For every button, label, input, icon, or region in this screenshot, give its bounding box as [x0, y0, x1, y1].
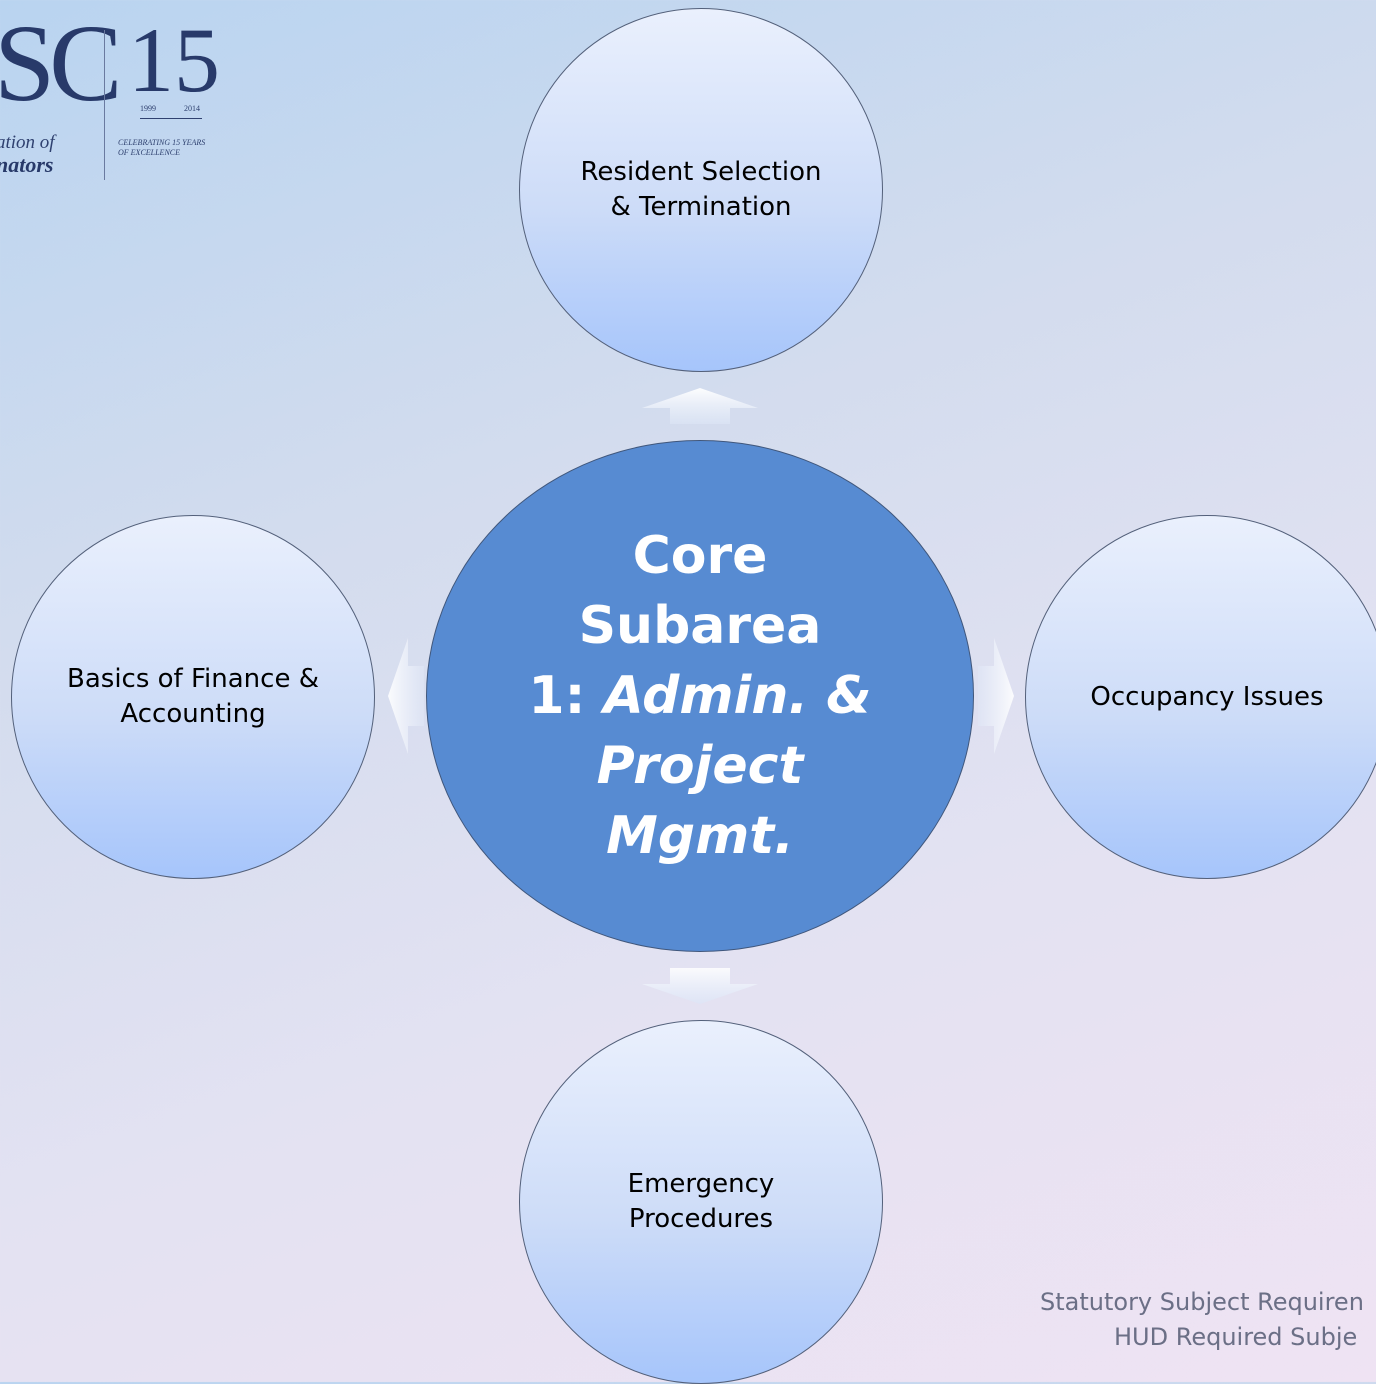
node-bottom-label: Emergency Procedures [627, 1169, 775, 1234]
logo-anniversary-number: 15 [128, 9, 220, 111]
logo-tagline-2: nators [0, 152, 54, 177]
node-right-label: Occupancy Issues [1090, 681, 1324, 712]
center-label-line-4: Mgmt. [510, 801, 890, 871]
center-label-italic: Admin. & [603, 666, 872, 726]
arrow-left-icon [388, 638, 424, 754]
center-label-project: Project [596, 736, 804, 796]
center-node: Core Subarea 1: Admin. & Project Mgmt. [426, 440, 974, 952]
node-left-label: Basics of Finance & Accounting [67, 664, 319, 729]
logo-year-end: 2014 [184, 104, 200, 113]
logo-initials: SC [0, 2, 123, 124]
center-label-line-2: 1: Admin. & [510, 661, 890, 731]
center-label-line-1: Core Subarea [578, 526, 822, 656]
center-label-prefix: 1: [528, 666, 604, 726]
logo-celebrating: CELEBRATING 15 YEARS OF EXCELLENCE [118, 138, 206, 157]
arrow-up-icon [642, 388, 758, 424]
logo: SC 15 1999 2014 ation of nators CELEBRAT… [0, 0, 230, 190]
logo-year-line [140, 118, 202, 119]
node-left: Basics of Finance & Accounting [11, 515, 375, 879]
node-bottom: Emergency Procedures [519, 1020, 883, 1384]
center-label: Core Subarea 1: Admin. & Project Mgmt. [510, 521, 890, 871]
node-right: Occupancy Issues [1025, 515, 1376, 879]
logo-years: 1999 2014 [140, 104, 200, 113]
logo-tagline-1: ation of [0, 132, 55, 153]
node-top-label: Resident Selection & Termination [580, 157, 822, 222]
node-top: Resident Selection & Termination [519, 8, 883, 372]
logo-year-start: 1999 [140, 104, 156, 113]
footer-line-1: Statutory Subject Requiren [1040, 1288, 1364, 1316]
center-label-mgmt: Mgmt. [606, 806, 794, 866]
arrow-right-icon [978, 638, 1014, 754]
footer-line-2: HUD Required Subje [1114, 1323, 1358, 1351]
logo-divider [104, 30, 105, 180]
center-label-line-3: Project [510, 731, 890, 801]
arrow-down-icon [642, 968, 758, 1004]
